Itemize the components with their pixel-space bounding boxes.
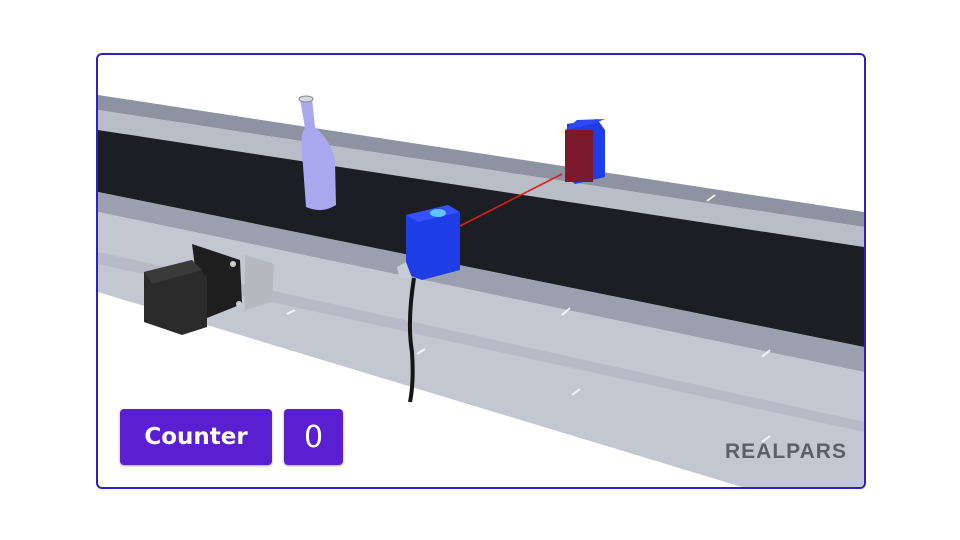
near-rail-front: [98, 212, 864, 487]
realpars-logo: REALPARS: [725, 440, 847, 463]
receiver-sensor: [565, 119, 605, 184]
bottle: [298, 95, 336, 211]
far-rail-top: [98, 95, 864, 227]
near-rail-top: [98, 192, 864, 372]
counter-label: Counter: [120, 409, 272, 465]
emitter-sensor: [397, 205, 460, 280]
stepper-motor: [144, 244, 274, 335]
laser-beam: [459, 173, 563, 227]
animation-frame: [96, 53, 866, 489]
conveyor-belt: [98, 130, 864, 347]
counter-value: 0: [284, 409, 343, 465]
sensor-cable: [407, 277, 416, 403]
conveyor-scene: [98, 95, 864, 487]
far-rail-front: [98, 110, 864, 247]
